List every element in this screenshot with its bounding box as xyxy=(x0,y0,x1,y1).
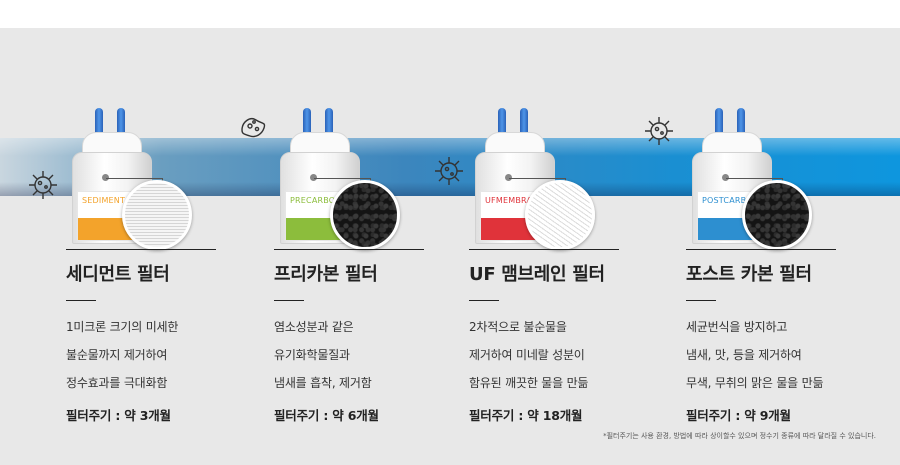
desc-line: 2차적으로 불순물을 xyxy=(469,320,567,334)
desc-line: 정수효과를 극대화함 xyxy=(66,376,168,390)
filter-description: 1미크론 크기의 미세한 불순물까지 제거하여 정수효과를 극대화함 xyxy=(66,318,266,402)
desc-line: 세균번식을 방지하고 xyxy=(686,320,788,334)
filter-cycle: 필터주기 : 약 9개월 xyxy=(686,408,791,423)
filter-cycle: 필터주기 : 약 18개월 xyxy=(469,408,583,423)
desc-line: 냄새, 맛, 등을 제거하여 xyxy=(686,348,802,362)
filter-description: 세균번식을 방지하고 냄새, 맛, 등을 제거하여 무색, 무취의 맑은 물을 … xyxy=(686,318,886,402)
desc-line: 염소성분과 같은 xyxy=(274,320,354,334)
filter-card-uf-membrane: UFMEMBRANE UF 맴브레인 필터 2차적으로 불순물을 제거하여 미네… xyxy=(463,78,663,423)
magnified-carbon-icon xyxy=(742,180,812,250)
filter-title: 프리카본 필터 xyxy=(274,264,378,285)
germ-icon xyxy=(645,117,673,145)
magnified-fiber-icon xyxy=(122,180,192,250)
magnified-membrane-icon xyxy=(525,180,595,250)
filter-card-sediment: SEDIMENT 세디먼트 필터 1미크론 크기의 미세한 불순물까지 제거하여… xyxy=(60,78,260,423)
filter-cycle: 필터주기 : 약 6개월 xyxy=(274,408,379,423)
filter-description: 2차적으로 불순물을 제거하여 미네랄 성분이 함유된 깨끗한 물을 만듦 xyxy=(469,318,669,402)
filter-cycle: 필터주기 : 약 3개월 xyxy=(66,408,171,423)
cartridge-label: UFMEMBRANE xyxy=(485,196,544,205)
filter-card-postcarbon: POSTCARBON 포스트 카본 필터 세균번식을 방지하고 냄새, 맛, 등… xyxy=(680,78,880,423)
cartridge-label: POSTCARBON xyxy=(702,196,759,205)
magnified-carbon-icon xyxy=(330,180,400,250)
desc-line: 무색, 무취의 맑은 물을 만듦 xyxy=(686,376,824,390)
desc-line: 불순물까지 제거하여 xyxy=(66,348,168,362)
filter-info-panel: SEDIMENT 세디먼트 필터 1미크론 크기의 미세한 불순물까지 제거하여… xyxy=(0,28,900,465)
desc-line: 유기화학물질과 xyxy=(274,348,350,362)
footnote: *필터주기는 사용 환경, 방법에 따라 상이할수 있으며 정수기 종류에 따라… xyxy=(603,432,876,440)
filter-title: 포스트 카본 필터 xyxy=(686,264,812,285)
cartridge-label: SEDIMENT xyxy=(82,196,126,205)
desc-line: 제거하여 미네랄 성분이 xyxy=(469,348,585,362)
filter-title: UF 맴브레인 필터 xyxy=(469,264,605,285)
filter-title: 세디먼트 필터 xyxy=(66,264,170,285)
germ-icon xyxy=(241,118,266,138)
filter-card-precarbon: PRECARBON 프리카본 필터 염소성분과 같은 유기화학물질과 냄새를 흡… xyxy=(268,78,468,423)
desc-line: 함유된 깨끗한 물을 만듦 xyxy=(469,376,589,390)
germ-icon xyxy=(435,157,463,185)
germ-icon xyxy=(29,171,57,199)
cartridge-label: PRECARBON xyxy=(290,196,342,205)
desc-line: 냄새를 흡착, 제거함 xyxy=(274,376,372,390)
desc-line: 1미크론 크기의 미세한 xyxy=(66,320,179,334)
filter-description: 염소성분과 같은 유기화학물질과 냄새를 흡착, 제거함 xyxy=(274,318,474,402)
